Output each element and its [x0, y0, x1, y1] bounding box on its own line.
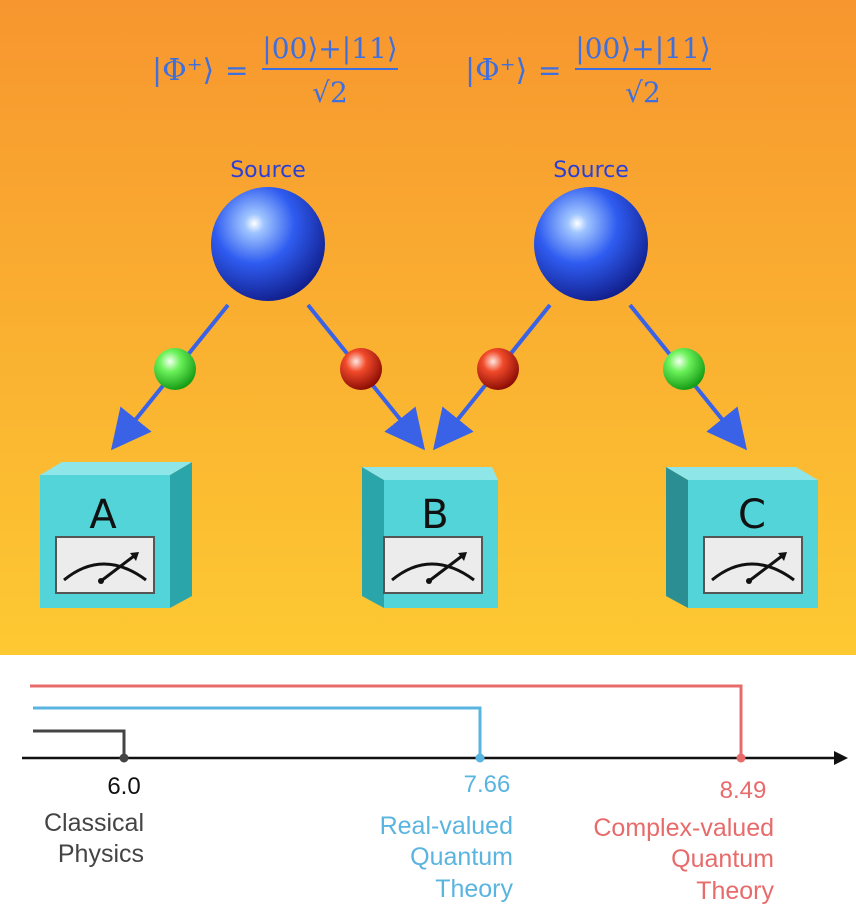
complex-quantum-label-line3: Theory — [696, 877, 774, 905]
equation-equals: = — [538, 54, 561, 87]
classical-label-line1: Classical — [44, 809, 144, 837]
classical-label-line2: Physics — [58, 840, 144, 868]
source-sphere-right — [534, 187, 648, 301]
classical-marker — [119, 753, 129, 763]
detector-label-a: A — [89, 492, 117, 538]
real-quantum-bound-value: 7.66 — [464, 771, 511, 798]
complex-quantum-label-line1: Complex-valued — [593, 814, 774, 842]
particle-red-left — [340, 348, 382, 390]
equation-lhs: |Φ⁺⟩ — [465, 53, 527, 88]
real-quantum-label-line1: Real-valued — [380, 812, 513, 840]
real-quantum-bracket — [33, 706, 482, 757]
equation-equals: = — [225, 54, 248, 87]
bell-state-equation-right: |Φ⁺⟩ = |00⟩+|11⟩ √2 — [465, 32, 711, 109]
detector-label-b: B — [421, 492, 448, 538]
particle-green-left — [154, 348, 196, 390]
complex-quantum-marker — [736, 753, 746, 763]
detector-box-b: B — [362, 467, 498, 608]
particle-green-right — [663, 348, 705, 390]
equation-denominator: √2 — [312, 76, 348, 109]
timeline-arrowhead — [834, 751, 848, 765]
detector-label-c: C — [738, 492, 766, 538]
complex-quantum-bracket — [30, 684, 743, 757]
bell-state-equation-left: |Φ⁺⟩ = |00⟩+|11⟩ √2 — [152, 32, 398, 109]
source-label-right: Source — [553, 158, 629, 183]
classical-bracket — [33, 729, 126, 757]
equation-numerator: |00⟩+|11⟩ — [262, 32, 397, 65]
particle-red-right — [477, 348, 519, 390]
complex-quantum-label-line2: Quantum — [671, 845, 774, 873]
classical-bound-value: 6.0 — [107, 773, 140, 800]
detector-box-c: C — [666, 467, 818, 608]
complex-quantum-bound-value: 8.49 — [720, 777, 767, 804]
source-sphere-left — [211, 187, 325, 301]
real-quantum-label-line2: Quantum — [410, 843, 513, 871]
detector-box-a: A — [40, 462, 192, 608]
real-quantum-marker — [475, 753, 485, 763]
real-quantum-label-line3: Theory — [435, 875, 513, 903]
source-label-left: Source — [230, 158, 306, 183]
equation-denominator: √2 — [625, 76, 661, 109]
equation-lhs: |Φ⁺⟩ — [152, 53, 214, 88]
bounds-timeline: 6.0 Classical Physics 7.66 Real-valued Q… — [22, 684, 848, 905]
equation-numerator: |00⟩+|11⟩ — [575, 32, 710, 65]
